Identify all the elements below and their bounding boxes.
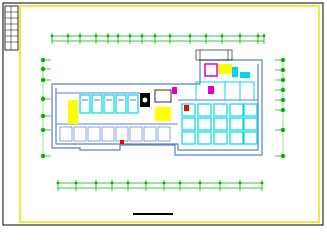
room-cell	[87, 126, 101, 142]
dim-node	[144, 181, 148, 185]
top-dimension-lines	[50, 33, 266, 44]
title-block-lines	[5, 6, 18, 50]
dim-node	[78, 34, 82, 38]
yellow-room-left	[68, 100, 78, 124]
room-cell	[115, 126, 129, 142]
dim-node	[66, 34, 70, 38]
stair-symbol	[142, 97, 148, 103]
core-elements	[68, 63, 250, 144]
room-cell	[115, 94, 127, 114]
title-block	[4, 5, 19, 51]
scale-bar	[133, 213, 173, 215]
cyan-duct-right	[240, 72, 250, 78]
dim-node	[94, 181, 98, 185]
room-cell	[101, 126, 115, 142]
grid-room	[197, 117, 212, 131]
right-axis-markers	[275, 57, 286, 159]
dim-node	[168, 34, 172, 38]
room-cell	[157, 126, 171, 142]
dim-node	[106, 34, 110, 38]
dim-node	[218, 181, 222, 185]
cyan-duct-top	[232, 67, 238, 77]
dim-node	[153, 34, 157, 38]
elevator-box	[154, 89, 172, 103]
dim-node	[220, 34, 224, 38]
cad-drawing-sheet	[2, 2, 324, 226]
dim-node	[128, 34, 132, 38]
grid-room	[181, 131, 196, 145]
dim-node	[238, 34, 242, 38]
grid-room	[243, 131, 258, 145]
dim-node	[238, 181, 242, 185]
dim-node	[198, 181, 202, 185]
room-cell	[127, 94, 139, 114]
dim-node	[74, 181, 78, 185]
room-cell	[143, 126, 157, 142]
sheet-outer-border	[2, 2, 324, 226]
red-mark-bottom	[120, 140, 124, 144]
red-mark	[184, 105, 189, 111]
dim-node	[188, 34, 192, 38]
right-wing-rooms	[178, 81, 258, 145]
room-cell	[129, 126, 143, 142]
magenta-mark-right	[208, 86, 214, 94]
magenta-room-top	[204, 63, 218, 77]
room-cell	[79, 94, 91, 114]
yellow-room-center	[155, 107, 171, 121]
dim-node	[178, 181, 182, 185]
dim-node	[94, 34, 98, 38]
yellow-room-top	[218, 64, 232, 74]
grid-room	[213, 131, 228, 145]
grid-room	[243, 103, 258, 117]
dim-node	[262, 34, 266, 38]
grid-room	[181, 103, 196, 117]
grid-room	[197, 103, 212, 117]
dim-node	[110, 181, 114, 185]
dim-node	[56, 181, 60, 185]
bottom-dimension-lines	[56, 180, 264, 191]
drawing-frame	[19, 5, 320, 223]
dim-node	[50, 34, 54, 38]
grid-room	[213, 117, 228, 131]
dim-node	[140, 34, 144, 38]
north-entry	[195, 49, 233, 61]
dim-node	[256, 34, 260, 38]
magenta-mark-center	[172, 87, 177, 94]
grid-room	[243, 117, 258, 131]
dim-node	[116, 34, 120, 38]
grid-room	[229, 103, 244, 117]
dim-node	[162, 181, 166, 185]
room-cell	[59, 126, 73, 142]
room-cell	[103, 94, 115, 114]
grid-room	[181, 117, 196, 131]
left-axis-markers	[40, 57, 51, 159]
dim-node	[126, 181, 130, 185]
grid-room	[229, 131, 244, 145]
room-cell	[91, 94, 103, 114]
room-cell	[73, 126, 87, 142]
floor-plan-svg	[2, 2, 324, 226]
grid-room	[213, 103, 228, 117]
grid-room	[229, 117, 244, 131]
dim-node	[204, 34, 208, 38]
dim-node	[260, 181, 264, 185]
grid-room	[197, 131, 212, 145]
